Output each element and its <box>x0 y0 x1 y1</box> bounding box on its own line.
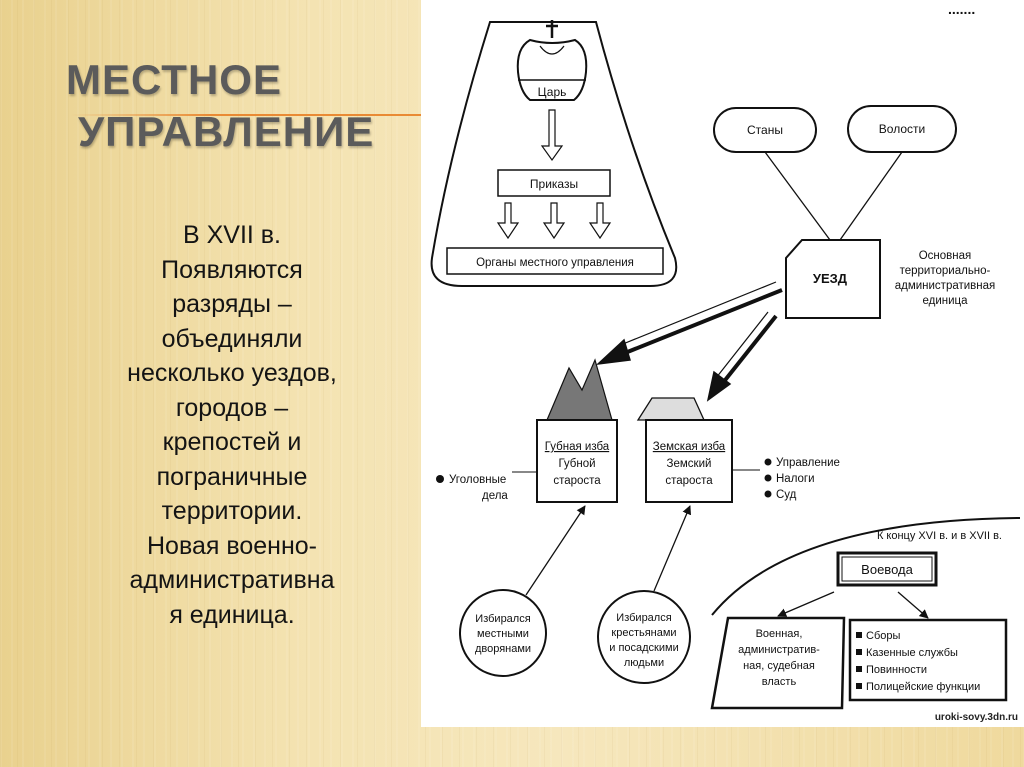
zemskaya-izba-box <box>645 419 733 503</box>
prikazy-box <box>497 169 611 197</box>
gubnaya-title: Губная изба <box>545 441 610 453</box>
arrow-elected-zemskaya <box>653 505 691 592</box>
arrow-down-left <box>496 202 520 240</box>
body-line: территории. <box>161 497 303 525</box>
arrow-voevoda-duties <box>897 591 929 619</box>
body-line: городов – <box>175 393 289 422</box>
voevoda-box <box>836 551 938 587</box>
voevoda-power-line: Военная, <box>756 628 803 640</box>
right-bullet-line: Суд <box>776 489 797 501</box>
bullet-square <box>856 632 862 638</box>
elected-gubnaya-line: дворянами <box>475 643 531 655</box>
left-bullet-line: дела <box>482 490 508 502</box>
slide-title-line1: МЕСТНОЕ <box>66 56 282 103</box>
zemskaya-sub-line: староста <box>665 475 713 487</box>
body-line: несколько уездов, <box>127 359 337 387</box>
left-bullet-line: Уголовные <box>449 474 506 486</box>
voevoda-power-line: власть <box>762 676 797 688</box>
voevoda-label: Воевода <box>861 562 913 577</box>
body-line: Новая военно- <box>147 531 317 560</box>
voevoda-duty: Казенные службы <box>866 647 958 659</box>
voevoda-duties-box <box>848 618 1008 702</box>
zemskaya-title: Земская изба <box>653 441 726 453</box>
elected-gubnaya-line: Избирался <box>475 613 530 625</box>
elected-zemskaya-line: людьми <box>624 657 664 669</box>
voevoda-power-box <box>710 616 846 710</box>
gubnaya-sub-line: староста <box>553 475 601 487</box>
period-divider-curve <box>711 517 1021 616</box>
body-line: В XVII в. <box>182 221 282 249</box>
voevoda-power-line: административ- <box>738 644 820 656</box>
tsar-crown <box>516 20 588 101</box>
uezd-note-line: Основная <box>919 250 972 262</box>
bullet-dot <box>764 458 772 466</box>
body-line: я единица. <box>169 600 295 629</box>
bullet-dot <box>764 490 772 498</box>
bullet-square <box>856 649 862 655</box>
prikazy-label: Приказы <box>530 177 578 191</box>
watermark: uroki-sovy.3dn.ru <box>935 712 1018 723</box>
uezd-label: УЕЗД <box>813 271 848 286</box>
slide-body-text: В XVII в. Появляются разряды – объединял… <box>82 218 382 632</box>
arrow-down-center <box>542 202 566 240</box>
elected-zemskaya-line: Избирался <box>616 612 671 624</box>
bullet-square <box>856 683 862 689</box>
right-bullet-line: Налоги <box>776 473 815 485</box>
voevoda-power-line: ная, судебная <box>743 660 815 672</box>
uezd-note-line: единица <box>922 295 968 307</box>
gubnaya-roof <box>546 358 613 421</box>
right-bullet-line: Управление <box>776 457 840 469</box>
elected-gubnaya-circle <box>459 589 547 677</box>
body-line: разряды – <box>172 290 292 318</box>
volosti-label: Волости <box>879 122 925 136</box>
zemskaya-roof <box>636 397 706 421</box>
line-stany-uezd <box>764 151 831 241</box>
bullet-square <box>856 666 862 672</box>
body-line: крепостей и <box>162 428 302 456</box>
uezd-note: Основная территориально- административна… <box>895 250 996 307</box>
body-line: объединяли <box>161 324 303 353</box>
uezd-note-line: территориально- <box>900 265 991 277</box>
local-organs-label: Органы местного управления <box>476 257 634 269</box>
uezd-box <box>785 239 881 319</box>
elected-zemskaya-line: крестьянами <box>611 627 676 639</box>
voevoda-duty: Полицейские функции <box>866 681 980 693</box>
arrow-voevoda-power <box>777 591 835 617</box>
stany-label: Станы <box>747 123 783 137</box>
zemskaya-sub-line: Земский <box>667 458 712 470</box>
bullet-dot <box>436 475 444 483</box>
elected-zemskaya-circle <box>597 590 691 684</box>
bullet-dot <box>764 474 772 482</box>
title-underline <box>70 114 422 116</box>
body-line: административна <box>129 566 335 594</box>
arrow-uezd-zemskaya <box>706 311 778 402</box>
central-authority-frame <box>430 21 678 287</box>
voevoda-duty: Повинности <box>866 664 927 676</box>
uezd-note-line: административная <box>895 280 996 292</box>
diagram-panel <box>421 0 1024 727</box>
period-note: К концу XVI в. и в XVII в. <box>877 530 1002 542</box>
voevoda-inner-frame <box>841 556 933 582</box>
elected-zemskaya-line: и посадскими <box>609 642 678 654</box>
arrow-elected-gubnaya <box>525 505 586 596</box>
line-volosti-uezd <box>839 151 903 241</box>
local-organs-box <box>446 247 664 275</box>
body-line: Появляются <box>161 255 303 284</box>
voevoda-duty: Сборы <box>866 630 900 642</box>
gubnaya-sub-line: Губной <box>558 458 595 470</box>
gubnaya-izba-box <box>536 419 618 503</box>
tsar-label: Царь <box>538 85 567 99</box>
elected-gubnaya-line: местными <box>477 628 529 640</box>
body-line: пограничные <box>156 462 308 491</box>
arrow-tsar-prikazy <box>540 109 564 162</box>
top-marks: ....... <box>948 1 975 17</box>
arrow-uezd-gubnaya <box>595 281 783 366</box>
arrow-down-right <box>588 202 612 240</box>
